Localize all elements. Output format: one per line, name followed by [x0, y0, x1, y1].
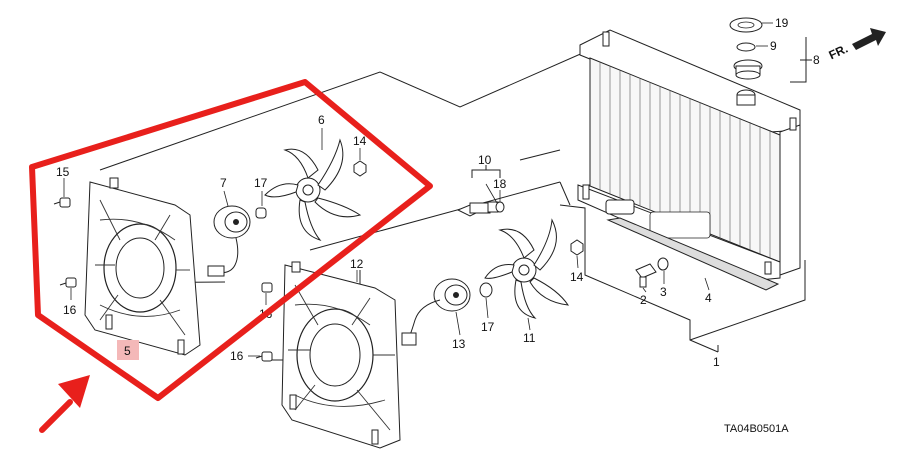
- label-5-highlight: [117, 340, 139, 360]
- coolant-temp-sensor: [456, 201, 499, 217]
- radiator-cap: [733, 59, 763, 80]
- fan-shroud-left: [84, 177, 201, 356]
- label-7: 7: [220, 176, 227, 190]
- bolt-16-right: [255, 351, 273, 362]
- label-13: 13: [452, 337, 466, 351]
- bolt-16-left: [59, 277, 77, 288]
- radiator: [577, 29, 801, 281]
- label-11: 11: [523, 331, 536, 345]
- label-15: 15: [56, 165, 70, 179]
- bolt-15: [53, 197, 71, 208]
- nut-14-right: [570, 239, 584, 256]
- label-19: 19: [775, 16, 789, 30]
- label-9: 9: [770, 39, 777, 53]
- label-14-right: 14: [570, 270, 584, 284]
- cooling-fan-left: [264, 138, 362, 242]
- highlight-arrow-icon: [39, 375, 90, 433]
- bolt-16-middle: [261, 282, 273, 293]
- label-12: 12: [350, 257, 364, 271]
- label-1: 1: [713, 355, 720, 369]
- arrow-right-icon: [852, 28, 886, 50]
- fan-motor-right: [401, 278, 471, 346]
- drain-plug: [635, 263, 657, 288]
- label-17-right: 17: [481, 320, 495, 334]
- cap-gasket: [736, 42, 756, 52]
- label-10: 10: [478, 153, 492, 167]
- nut-right: [479, 282, 493, 298]
- label-2: 2: [640, 293, 647, 307]
- nut-left: [255, 207, 267, 219]
- radiator-seal-strip: [606, 217, 780, 291]
- svg-text:FR.: FR.: [827, 41, 850, 62]
- label-16-right: 16: [230, 349, 244, 363]
- label-8: 8: [813, 53, 820, 67]
- cooling-fan-right: [484, 218, 570, 319]
- drain-o-ring: [657, 257, 669, 271]
- label-6: 6: [318, 113, 325, 127]
- nut-14-left: [353, 160, 367, 177]
- label-16-left: 16: [63, 303, 77, 317]
- label-4: 4: [705, 291, 712, 305]
- fan-motor-left: [207, 205, 251, 277]
- label-5: 5: [124, 344, 131, 358]
- highlight-outline: [29, 79, 433, 401]
- label-18: 18: [493, 177, 507, 191]
- sensor-o-ring: [495, 201, 505, 213]
- leader-lines: [63, 22, 773, 357]
- fan-shroud-right: [281, 261, 401, 449]
- front-direction-indicator: FR.: [827, 28, 886, 62]
- catalog-code: TA04B0501A: [724, 423, 789, 435]
- label-3: 3: [660, 285, 667, 299]
- label-17-left: 17: [254, 176, 268, 190]
- label-14-left: 14: [353, 134, 367, 148]
